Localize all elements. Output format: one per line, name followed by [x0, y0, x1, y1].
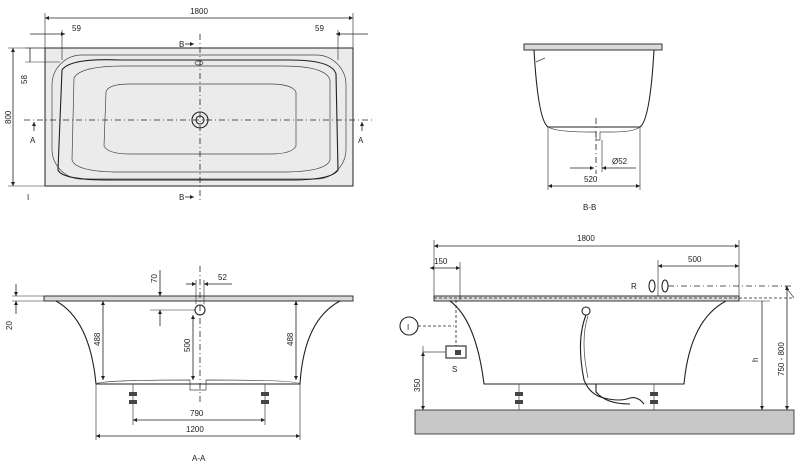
- install-s-label: S: [452, 365, 457, 374]
- install-dim-left-label: 150: [434, 257, 448, 266]
- section-a-right-label: A: [358, 136, 364, 145]
- top-view: 1800 59 59 58 800 B B A A I: [4, 7, 372, 202]
- install-foot-left: [515, 384, 523, 410]
- aa-caption: A-A: [192, 454, 206, 463]
- aa-dim-feet-label: 790: [190, 409, 204, 418]
- dim-right-offset-label: 59: [315, 24, 324, 33]
- install-foot-right: [650, 384, 658, 410]
- installation-view: 1800 150 500 R h 750 - 800 I S 35: [399, 234, 795, 435]
- dim-rim-label: 58: [20, 75, 29, 84]
- top-rim-outline: [44, 47, 354, 187]
- aa-dim-base-label: 1200: [186, 425, 204, 434]
- aa-dim-overflow-height-label: 70: [150, 274, 159, 283]
- aa-foot-right: [261, 384, 269, 410]
- dim-left-offset-label: 59: [72, 24, 81, 33]
- install-dim-floor-label: 350: [413, 378, 422, 392]
- bb-caption: B-B: [583, 203, 596, 212]
- section-b-top-label: B: [179, 40, 184, 49]
- install-basin-profile: [449, 300, 727, 385]
- aa-foot-left: [129, 384, 137, 410]
- top-basin-outer: [57, 59, 339, 181]
- dim-length-label: 1800: [190, 7, 208, 16]
- bb-dim-base-label: 520: [584, 175, 598, 184]
- aa-dim-center-label: 500: [183, 338, 192, 352]
- leader-i-label: I: [27, 193, 29, 202]
- dim-width-label: 800: [4, 110, 13, 124]
- bb-basin-profile: [533, 49, 655, 128]
- valve-icon: [648, 279, 656, 293]
- section-b-bottom-label: B: [179, 193, 184, 202]
- top-basin-floor: [103, 83, 297, 155]
- section-a-left-label: A: [30, 136, 36, 145]
- section-bb-view: 520 Ø52 B-B: [523, 43, 663, 212]
- bb-dim-drain-label: Ø52: [612, 157, 628, 166]
- install-dim-length-label: 1800: [577, 234, 595, 243]
- install-dim-right-label: 500: [688, 255, 702, 264]
- aa-dim-inner-right-label: 488: [286, 332, 295, 346]
- aa-dim-overflow-offset-label: 52: [218, 273, 227, 282]
- install-h-label: h: [751, 358, 760, 362]
- aa-dim-rim-thickness-label: 20: [5, 321, 14, 330]
- install-marker-label: I: [407, 323, 409, 332]
- aa-dim-inner-left-label: 488: [93, 332, 102, 346]
- install-height-range-label: 750 - 800: [777, 342, 786, 376]
- section-aa-view: 20 70 52 488 500 488: [5, 266, 354, 463]
- floor: [414, 409, 795, 435]
- install-r-label: R: [631, 282, 637, 291]
